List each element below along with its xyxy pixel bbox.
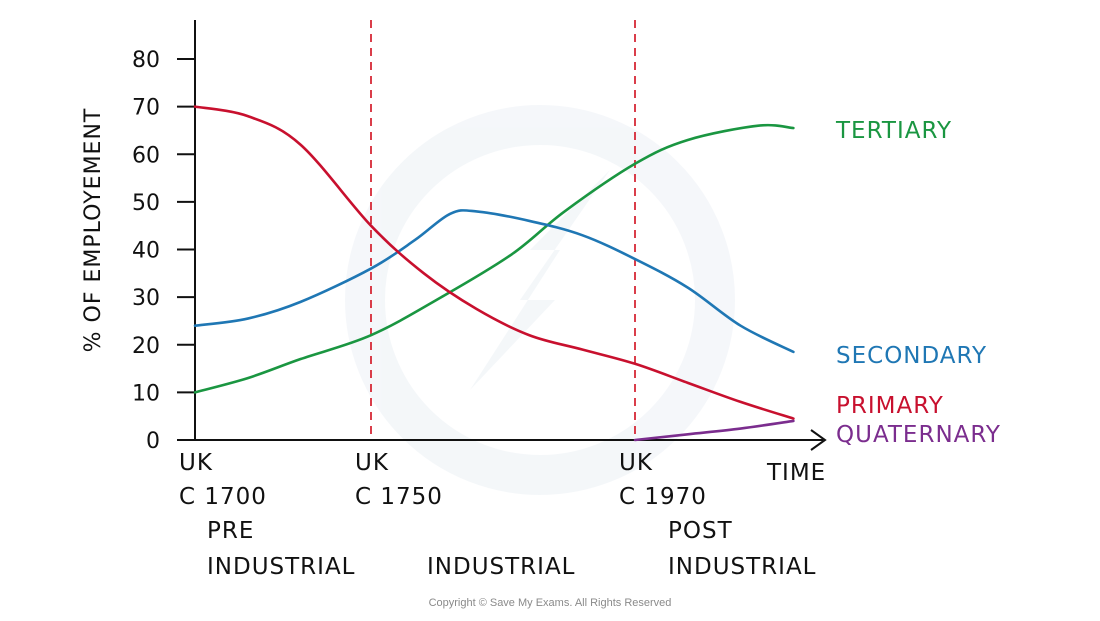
stage-label: POST [668,518,733,544]
series-line-tertiary [193,123,795,394]
series-labels: TERTIARY SECONDARY PRIMARY QUATERNARY [835,118,1001,448]
x-marker-label: C 1750 [355,484,443,510]
x-marker-label: C 1970 [619,484,707,510]
x-marker-label: UK [179,450,213,476]
series-lines [193,105,795,442]
x-marker-label: C 1700 [179,484,267,510]
y-tick-label: 0 [146,429,160,454]
copyright-text: Copyright © Save My Exams. All Rights Re… [429,597,672,609]
series-label-primary: PRIMARY [836,393,944,419]
series-label-secondary: SECONDARY [836,343,987,369]
y-tick-label: 80 [132,48,160,73]
y-tick-label: 10 [132,381,160,406]
x-marker-label: UK [355,450,389,476]
y-tick-label: 20 [132,334,160,359]
series-line-secondary [193,209,795,354]
series-label-quaternary: QUATERNARY [836,422,1001,448]
stage-label: INDUSTRIAL [668,554,817,580]
series-line-quaternary [633,419,795,442]
y-tick-label: 30 [132,286,160,311]
x-marker-label: UK [619,450,653,476]
series-label-tertiary: TERTIARY [835,118,952,144]
stage-labels: PRE INDUSTRIAL INDUSTRIAL POST INDUSTRIAL [207,518,817,580]
y-tick-label: 40 [132,239,160,264]
y-tick-label: 70 [132,96,160,121]
axes [194,20,827,451]
series-line-primary [193,105,795,420]
stage-label: INDUSTRIAL [427,554,576,580]
watermark-logo-icon [345,105,735,495]
y-ticks: 0 10 20 30 40 50 60 70 80 [132,48,195,454]
x-axis-arrowhead [810,429,827,451]
y-tick-label: 50 [132,191,160,216]
x-axis-title: TIME [766,460,826,486]
x-markers: UK C 1700 UK C 1750 UK C 1970 [179,20,707,510]
stage-label: PRE [207,518,254,544]
y-tick-label: 60 [132,143,160,168]
stage-label: INDUSTRIAL [207,554,356,580]
y-axis-title: % OF EMPLOYEMENT [81,108,106,353]
